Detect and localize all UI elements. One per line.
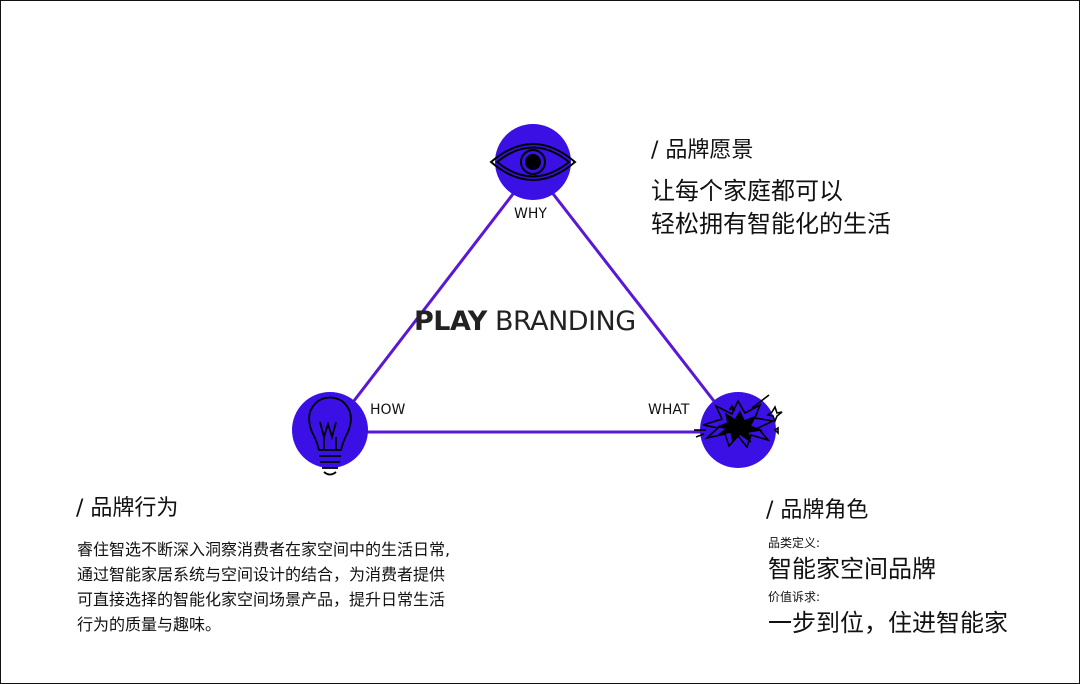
role-value-value: 一步到位，住进智能家 [768, 609, 1008, 637]
vision-line: 轻松拥有智能化的生活 [651, 210, 891, 238]
edge-why-how [328, 167, 535, 433]
behavior-heading: / 品牌行为 [76, 496, 179, 521]
behavior-line: 可直接选择的智能化家空间场景产品，提升日常生活 [77, 590, 446, 609]
behavior-line: 睿住智选不断深入洞察消费者在家空间中的生活日常, [77, 540, 451, 559]
behavior-line: 通过智能家居系统与空间设计的结合，为消费者提供 [77, 565, 446, 584]
behavior-body: 睿住智选不断深入洞察消费者在家空间中的生活日常, 通过智能家居系统与空间设计的结… [77, 537, 450, 637]
role-definition-value: 智能家空间品牌 [768, 555, 936, 583]
role-heading: / 品牌角色 [766, 498, 869, 523]
center-title-rest: BRANDING [486, 306, 636, 337]
how-label: HOW [370, 402, 406, 418]
light-bulb-icon [308, 396, 352, 476]
explosion-icon [694, 394, 783, 449]
eye-icon [489, 143, 577, 181]
vision-heading: / 品牌愿景 [651, 138, 754, 163]
center-title: PLAY BRANDING [414, 306, 636, 337]
behavior-line: 行为的质量与趣味。 [77, 615, 222, 634]
edge-why-what [531, 167, 740, 433]
vision-body: 让每个家庭都可以 轻松拥有智能化的生活 [651, 175, 891, 241]
center-title-bold: PLAY [414, 306, 487, 337]
why-label: WHY [514, 206, 547, 222]
role-definition-label: 品类定义: [768, 536, 821, 550]
vision-line: 让每个家庭都可以 [651, 177, 843, 205]
role-value-label: 价值诉求: [768, 590, 821, 604]
what-label: WHAT [648, 402, 690, 418]
